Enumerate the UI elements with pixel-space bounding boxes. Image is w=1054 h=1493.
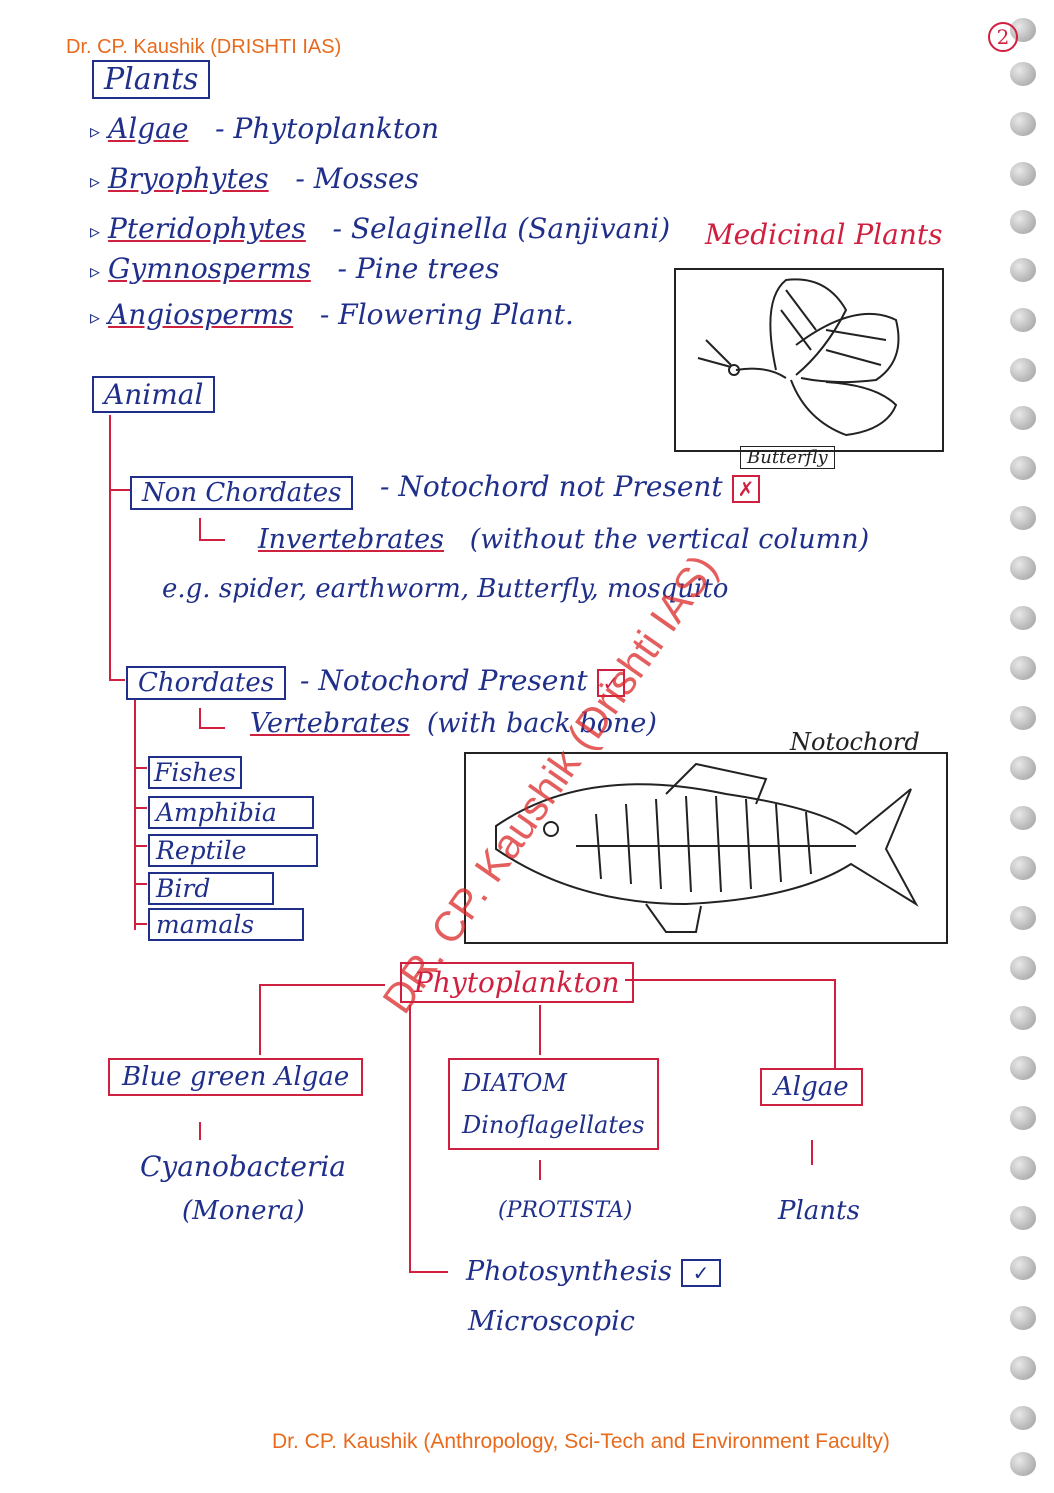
check-mark-icon: ✓ xyxy=(596,669,626,697)
plants-title: Plants xyxy=(92,60,211,99)
chordates-label: Chordates xyxy=(126,666,287,700)
plant-example: - Pine trees xyxy=(337,252,500,285)
monera-label: (Monera) xyxy=(182,1196,305,1226)
plants-label: Plants xyxy=(778,1196,860,1226)
page-number: 2 xyxy=(988,22,1018,52)
invertebrates-line: Invertebrates (without the vertical colu… xyxy=(258,524,869,555)
cyanobacteria-label: Cyanobacteria xyxy=(140,1150,346,1183)
fish-icon xyxy=(495,762,919,933)
vertebrates-line: Vertebrates (with back bone) xyxy=(250,708,657,739)
class-bird: Bird xyxy=(148,872,274,905)
non-chordates-desc: - Notochord not Present ✗ xyxy=(380,470,761,503)
plant-name: Gymnosperms xyxy=(108,252,311,285)
non-chordates-desc-text: - Notochord not Present xyxy=(380,470,723,503)
footer-author: Dr. CP. Kaushik (Anthropology, Sci-Tech … xyxy=(272,1430,890,1453)
class-amphibia: Amphibia xyxy=(148,796,314,829)
diatom-label: DIATOM xyxy=(462,1069,567,1097)
chordates-desc: - Notochord Present ✓ xyxy=(300,664,626,697)
branch-diatom: DIATOM Dinoflagellates xyxy=(448,1058,659,1150)
invertebrate-examples: e.g. spider, earthworm, Butterfly, mosqu… xyxy=(162,574,729,604)
plant-item-gymnosperms: ▹Gymnosperms - Pine trees xyxy=(90,252,500,285)
invertebrates-label: Invertebrates xyxy=(258,524,444,555)
notochord-label: Notochord xyxy=(790,728,920,756)
class-fishes: Fishes xyxy=(148,756,242,789)
plant-example: - Mosses xyxy=(295,162,419,195)
plant-name: Bryophytes xyxy=(108,162,269,195)
class-mamals: mamals xyxy=(148,908,304,941)
protista-label: (PROTISTA) xyxy=(498,1198,633,1223)
plant-item-bryophytes: ▹Bryophytes - Mosses xyxy=(90,162,419,195)
plant-item-pteridophytes: ▹Pteridophytes - Selaginella (Sanjivani) xyxy=(90,212,671,245)
phytoplankton-title: Phytoplankton xyxy=(400,962,634,1003)
plant-name: Angiosperms xyxy=(108,298,294,331)
vertebrates-desc: (with back bone) xyxy=(426,708,657,739)
author-header: Dr. CP. Kaushik (DRISHTI IAS) xyxy=(66,36,342,58)
feature-photosynthesis: Photosynthesis ✓ xyxy=(466,1256,722,1287)
dinoflagellates-label: Dinoflagellates xyxy=(462,1111,645,1139)
plant-example: - Selaginella (Sanjivani) xyxy=(332,212,671,245)
branch-algae: Algae xyxy=(760,1068,863,1106)
invertebrates-desc: (without the vertical column) xyxy=(469,524,870,555)
medicinal-plants-note: Medicinal Plants xyxy=(705,218,943,251)
plant-item-angiosperms: ▹Angiosperms - Flowering Plant. xyxy=(90,298,574,331)
branch-blue-green-algae: Blue green Algae xyxy=(108,1058,364,1096)
chordates-desc-text: - Notochord Present xyxy=(300,664,588,697)
animal-title: Animal xyxy=(92,376,216,413)
plant-example: - Phytoplankton xyxy=(215,112,440,145)
cross-mark-icon: ✗ xyxy=(731,475,761,503)
plant-example: - Flowering Plant. xyxy=(319,298,574,331)
class-reptile: Reptile xyxy=(148,834,318,867)
vertebrates-label: Vertebrates xyxy=(250,708,410,739)
photosynthesis-label: Photosynthesis xyxy=(466,1256,672,1287)
plant-item-algae: ▹Algae - Phytoplankton xyxy=(90,112,440,145)
butterfly-label: Butterfly xyxy=(740,446,835,469)
check-mark-icon: ✓ xyxy=(680,1259,722,1287)
fish-illustration xyxy=(464,752,948,944)
plant-name: Algae xyxy=(108,112,189,145)
feature-microscopic: Microscopic xyxy=(468,1306,635,1337)
plant-name: Pteridophytes xyxy=(108,212,306,245)
butterfly-icon xyxy=(697,278,900,437)
non-chordates-label: Non Chordates xyxy=(130,476,354,510)
butterfly-illustration xyxy=(674,268,944,452)
